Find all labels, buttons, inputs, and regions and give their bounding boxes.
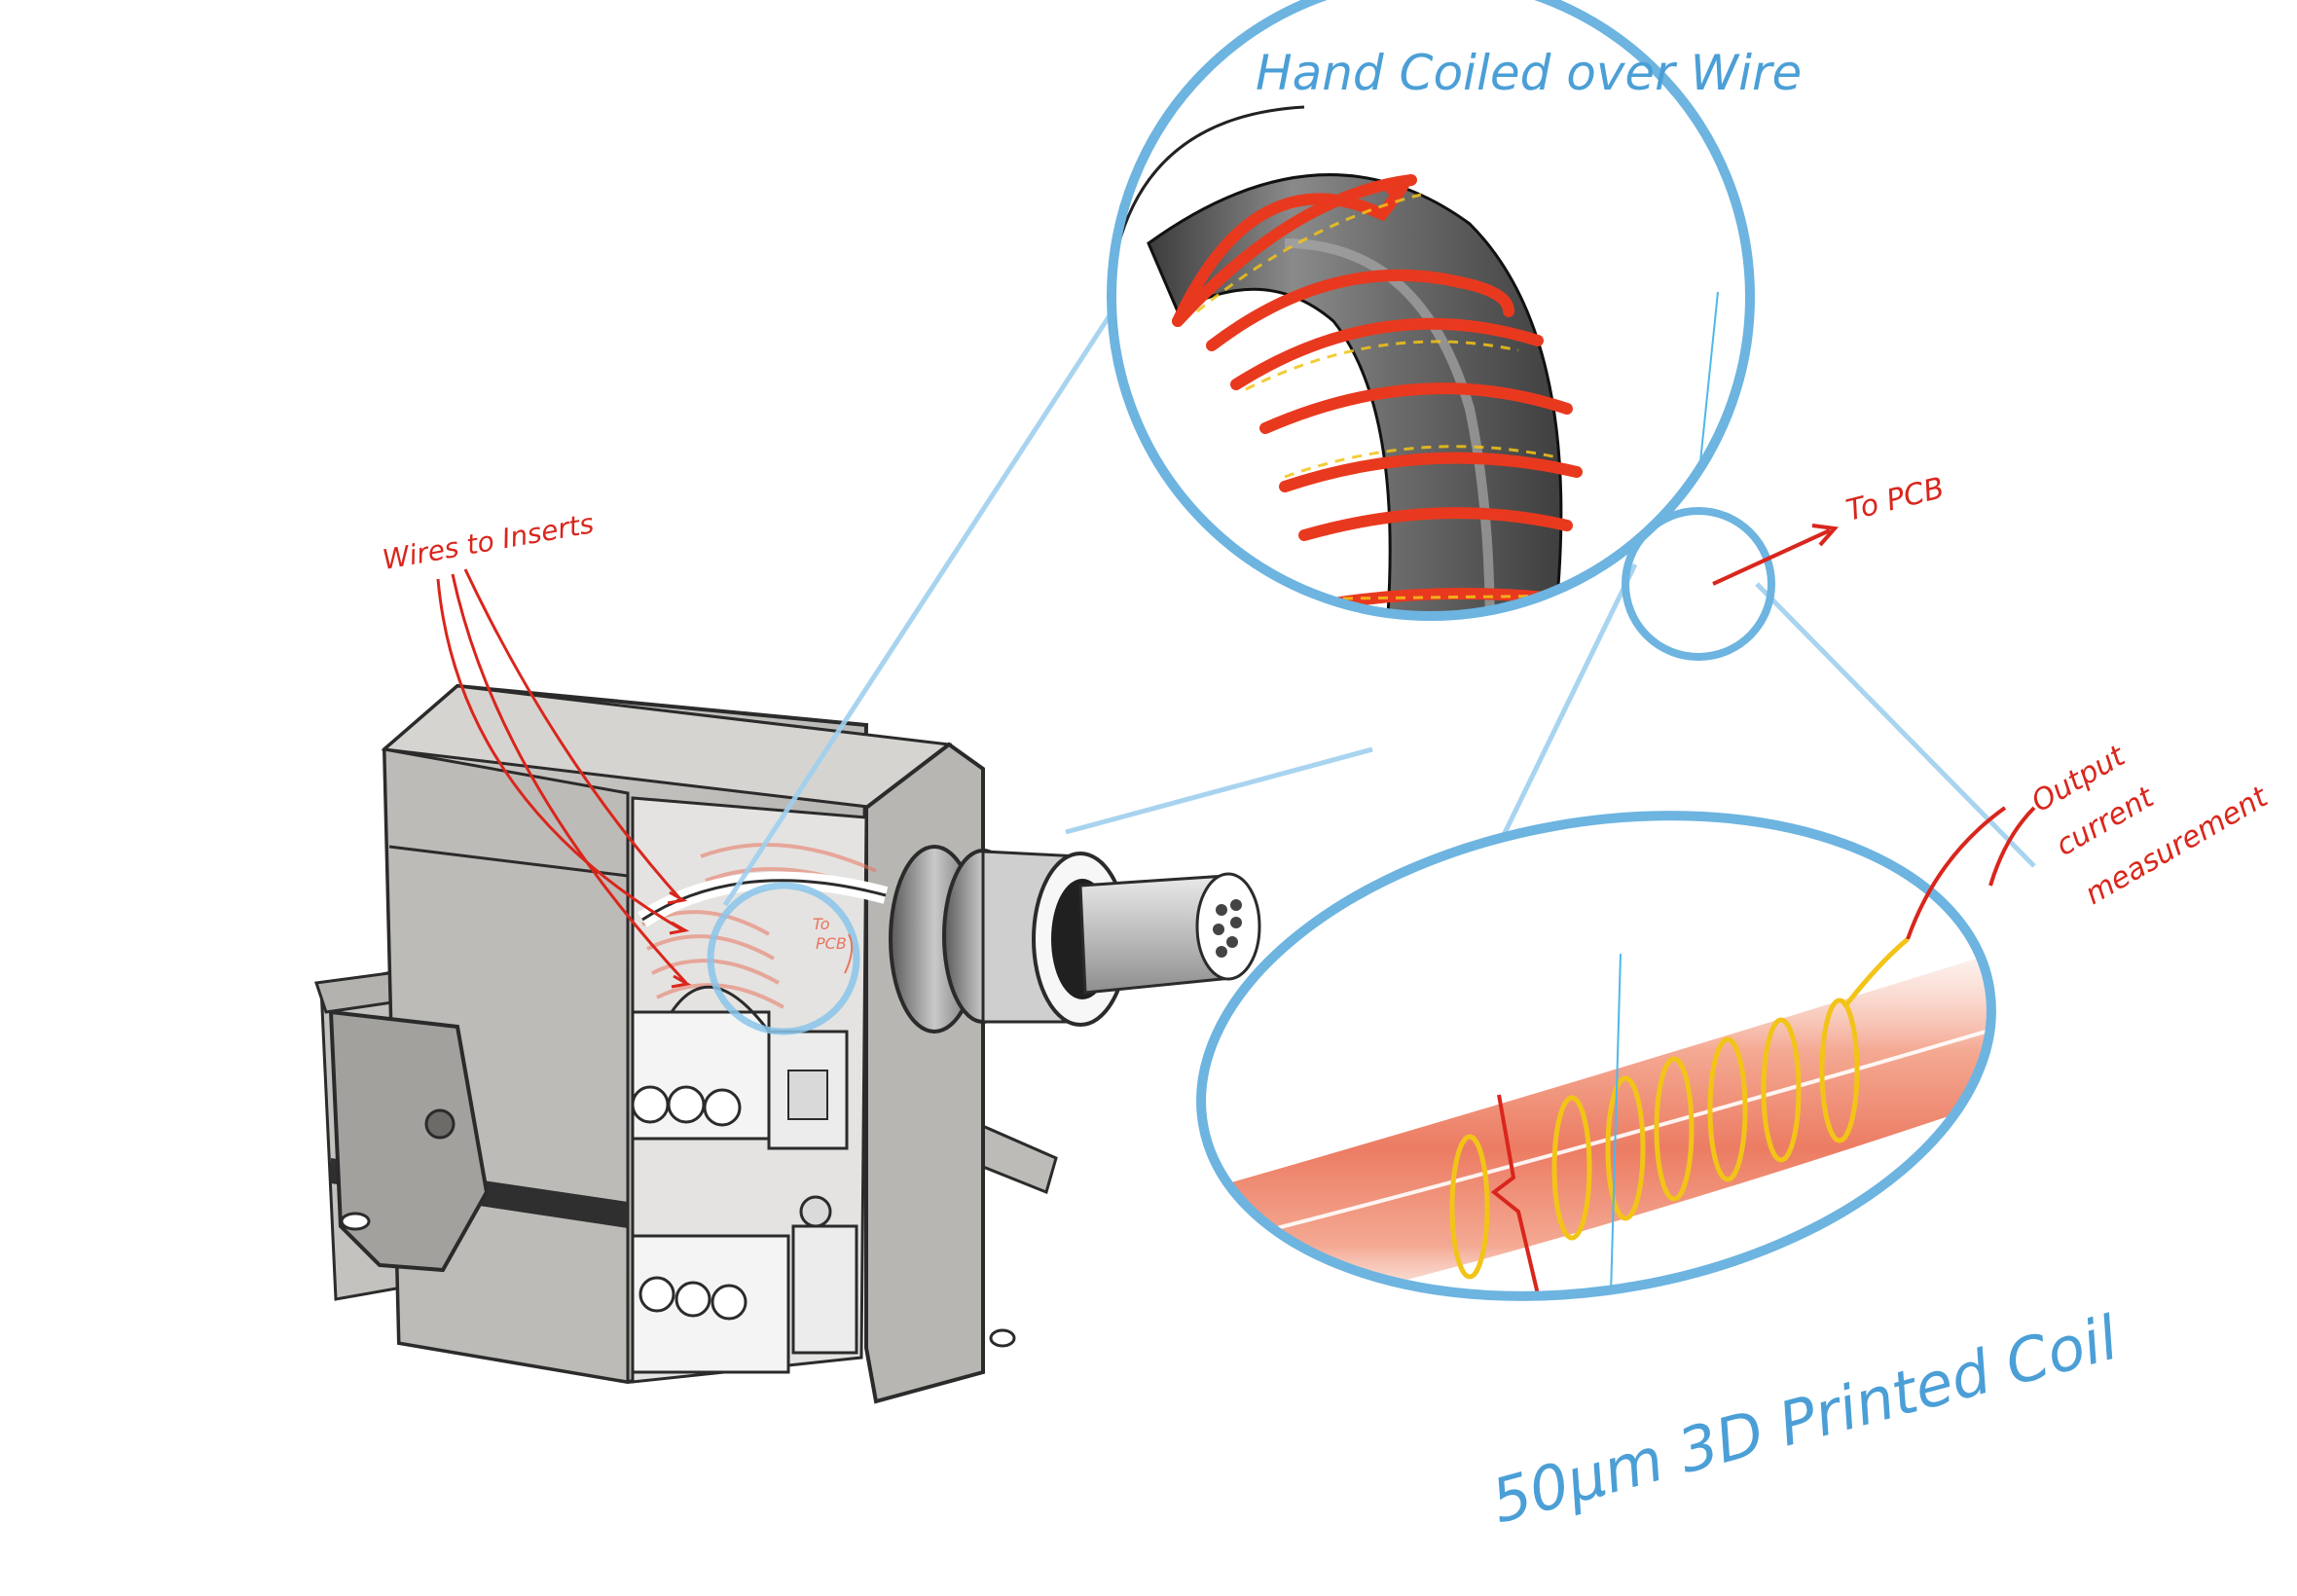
output-measurement-marks <box>1906 806 2036 940</box>
wires-to-inserts-arrows <box>436 568 692 989</box>
to-pcb-small-arrow <box>844 933 854 974</box>
connector-icon <box>314 683 1261 1404</box>
top-lens-ring <box>1107 0 1755 621</box>
lower-insert <box>631 1195 858 1374</box>
bottom-lens <box>1196 811 2030 1324</box>
to-pcb-small-label-line1: To <box>813 915 830 933</box>
small-pickup-circle <box>1622 507 1775 661</box>
printed-coil-label: 50µm 3D Printed Coil <box>1484 1302 2125 1538</box>
bottom-lens-ring <box>1196 811 1996 1301</box>
to-pcb-label: To PCB <box>1842 471 1948 528</box>
printed-coil-icon <box>1449 937 1910 1280</box>
upper-insert <box>631 1010 849 1150</box>
to-pcb-small-label-line2: PCB <box>816 934 847 953</box>
wires-to-inserts-label: Wires to Inserts <box>380 507 596 576</box>
top-lens <box>1107 0 1775 661</box>
outgoing-cable <box>1078 872 1261 995</box>
inner-callout-circle <box>707 882 860 1035</box>
hand-coiled-label: Hand Coiled over Wire <box>1256 45 1802 101</box>
to-pcb-arrow <box>1712 524 1839 586</box>
